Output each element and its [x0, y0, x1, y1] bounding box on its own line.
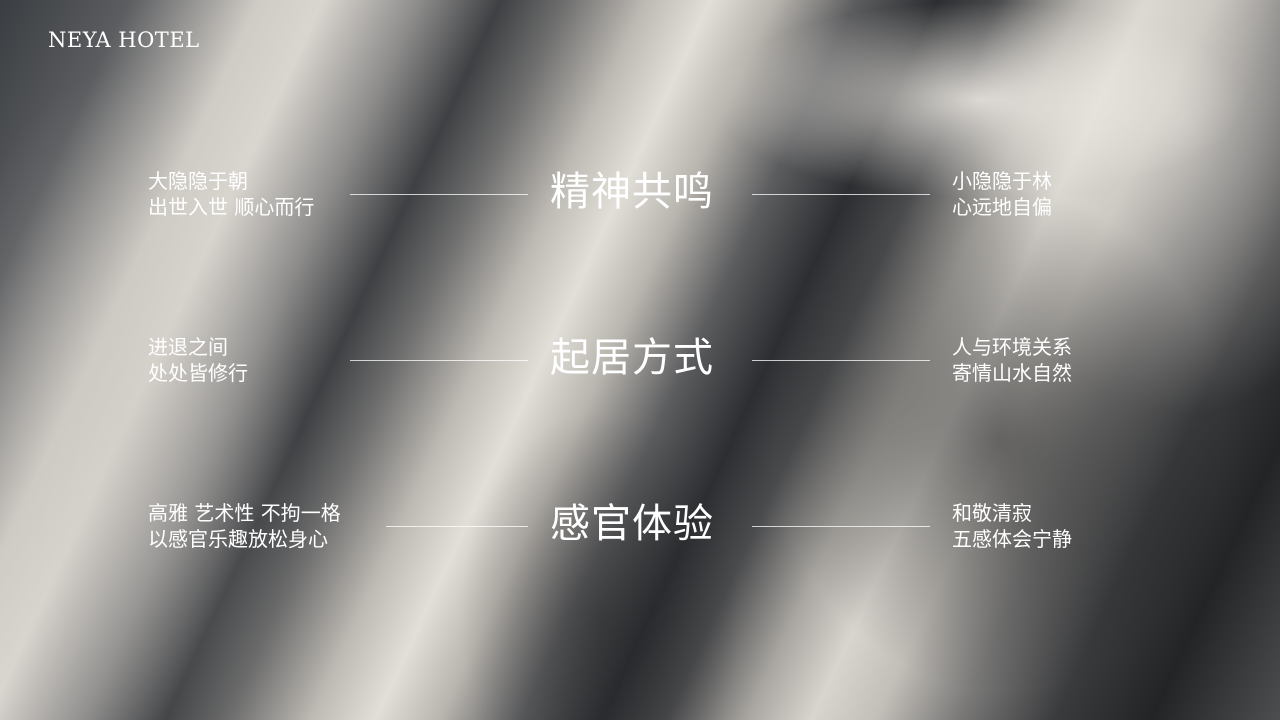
row-sensory-experience: 高雅 艺术性 不拘一格 以感官乐趣放松身心 感官体验 和敬清寂 五感体会宁静: [0, 500, 1280, 560]
right-connector-line: [752, 526, 930, 527]
right-connector-line: [752, 360, 930, 361]
right-caption: 人与环境关系 寄情山水自然: [952, 334, 1072, 386]
left-line-1: 高雅 艺术性 不拘一格: [148, 501, 341, 525]
left-line-1: 进退之间: [148, 335, 228, 359]
left-connector-line: [350, 360, 528, 361]
left-connector-line: [350, 194, 528, 195]
left-line-2: 出世入世 顺心而行: [148, 195, 315, 219]
left-caption: 进退之间 处处皆修行: [148, 334, 248, 386]
right-connector-line: [752, 194, 930, 195]
left-caption: 高雅 艺术性 不拘一格 以感官乐趣放松身心: [148, 500, 341, 552]
right-caption: 小隐隐于林 心远地自偏: [952, 168, 1052, 220]
right-line-1: 人与环境关系: [952, 335, 1072, 359]
row-spiritual-resonance: 大隐隐于朝 出世入世 顺心而行 精神共鸣 小隐隐于林 心远地自偏: [0, 168, 1280, 228]
row-living-style: 进退之间 处处皆修行 起居方式 人与环境关系 寄情山水自然: [0, 334, 1280, 394]
right-line-2: 心远地自偏: [952, 195, 1052, 219]
right-line-1: 小隐隐于林: [952, 169, 1052, 193]
left-caption: 大隐隐于朝 出世入世 顺心而行: [148, 168, 314, 220]
brand-logo: NEYA HOTEL: [48, 28, 200, 52]
section-title: 感官体验: [550, 501, 714, 547]
right-line-1: 和敬清寂: [952, 501, 1032, 525]
left-connector-line: [386, 526, 528, 527]
right-caption: 和敬清寂 五感体会宁静: [952, 500, 1072, 552]
section-title: 起居方式: [550, 335, 714, 381]
left-line-2: 以感官乐趣放松身心: [148, 527, 328, 551]
right-line-2: 五感体会宁静: [952, 527, 1072, 551]
left-line-2: 处处皆修行: [148, 361, 248, 385]
section-title: 精神共鸣: [550, 169, 714, 215]
left-line-1: 大隐隐于朝: [148, 169, 248, 193]
right-line-2: 寄情山水自然: [952, 361, 1072, 385]
